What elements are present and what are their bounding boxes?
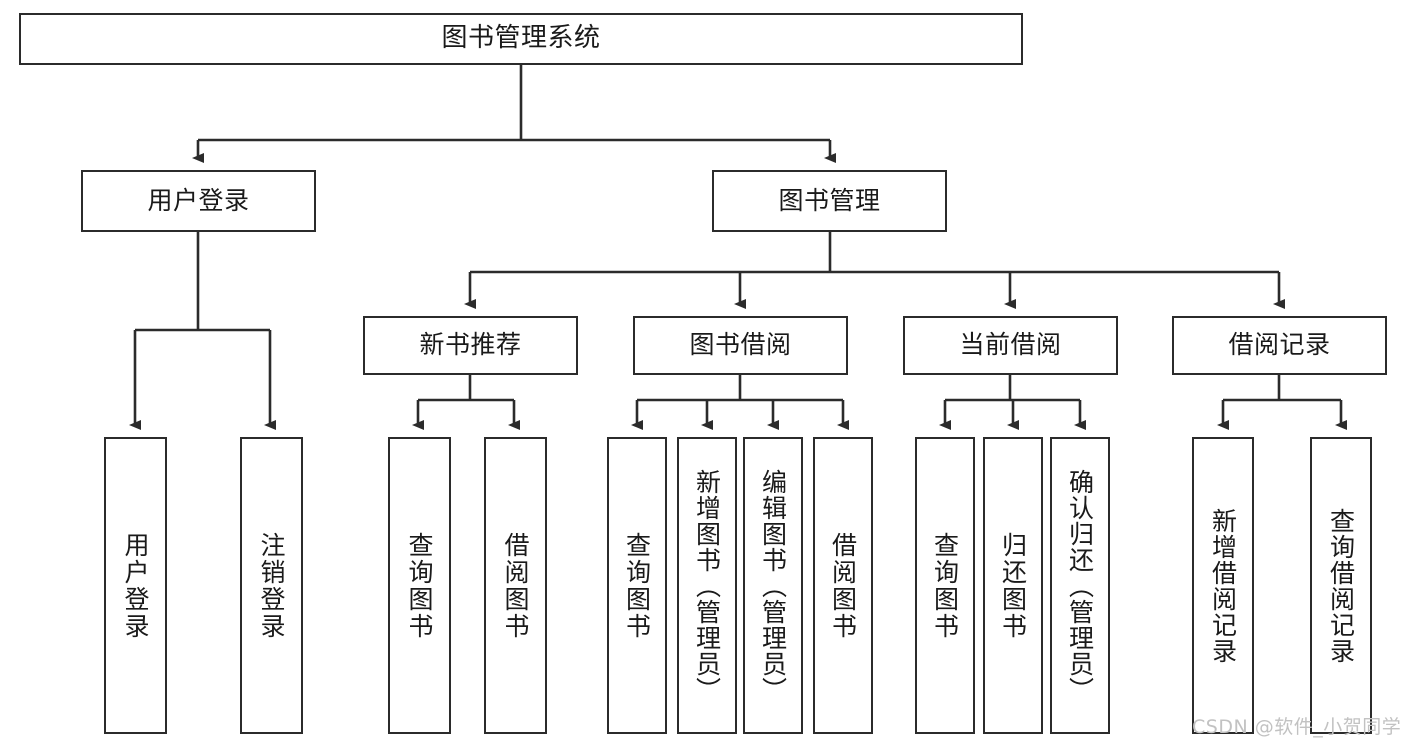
leaf-query-book-borrow[interactable]: 查询图书 <box>607 437 667 734</box>
node-label: 归还图书 <box>998 531 1028 640</box>
node-label: 借阅图书 <box>828 531 858 640</box>
node-label: 用户登录 <box>121 531 150 640</box>
node-label: 编辑图书（管理员） <box>758 468 788 703</box>
node-label: 确认归还（管理员） <box>1065 468 1095 703</box>
leaf-return-book[interactable]: 归还图书 <box>983 437 1043 734</box>
node-label: 图书管理系统 <box>441 23 601 54</box>
node-label: 用户登录 <box>147 185 250 215</box>
leaf-edit-book-admin[interactable]: 编辑图书（管理员） <box>743 437 803 734</box>
node-book-borrow[interactable]: 图书借阅 <box>633 316 848 375</box>
node-label: 查询图书 <box>930 531 960 640</box>
leaf-query-book-current[interactable]: 查询图书 <box>915 437 975 734</box>
leaf-borrow-book[interactable]: 借阅图书 <box>813 437 873 734</box>
leaf-query-borrow-record[interactable]: 查询借阅记录 <box>1310 437 1372 734</box>
node-label: 借阅记录 <box>1228 330 1331 360</box>
node-label: 新增借阅记录 <box>1208 507 1238 664</box>
leaf-add-borrow-record[interactable]: 新增借阅记录 <box>1192 437 1254 734</box>
node-borrow-record[interactable]: 借阅记录 <box>1172 316 1387 375</box>
node-label: 注销登录 <box>257 531 286 640</box>
leaf-query-book-recommend[interactable]: 查询图书 <box>388 437 451 734</box>
node-label: 新增图书（管理员） <box>692 468 722 703</box>
node-label: 图书管理 <box>778 185 881 215</box>
csdn-watermark: CSDN @软件_小贺同学 <box>1192 716 1402 738</box>
node-root-book-management-system[interactable]: 图书管理系统 <box>19 13 1023 65</box>
node-label: 当前借阅 <box>959 330 1062 360</box>
leaf-logout[interactable]: 注销登录 <box>240 437 303 734</box>
node-label: 借阅图书 <box>501 531 530 640</box>
leaf-user-login[interactable]: 用户登录 <box>104 437 167 734</box>
node-label: 查询图书 <box>622 531 652 640</box>
node-book-management[interactable]: 图书管理 <box>712 170 947 232</box>
node-label: 查询图书 <box>405 531 434 640</box>
node-current-borrow[interactable]: 当前借阅 <box>903 316 1118 375</box>
node-label: 新书推荐 <box>419 330 522 360</box>
node-user-login[interactable]: 用户登录 <box>81 170 316 232</box>
leaf-add-book-admin[interactable]: 新增图书（管理员） <box>677 437 737 734</box>
node-label: 图书借阅 <box>689 330 792 360</box>
leaf-borrow-book-recommend[interactable]: 借阅图书 <box>484 437 547 734</box>
node-new-book-recommendation[interactable]: 新书推荐 <box>363 316 578 375</box>
node-label: 查询借阅记录 <box>1326 507 1356 664</box>
leaf-confirm-return-admin[interactable]: 确认归还（管理员） <box>1050 437 1110 734</box>
